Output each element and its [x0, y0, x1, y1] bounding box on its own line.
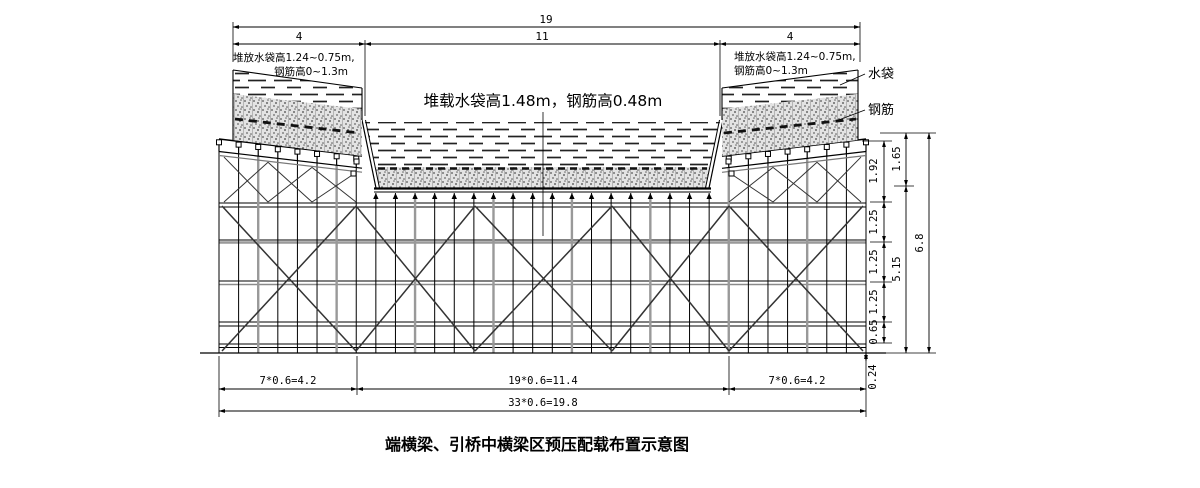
dimensions-top: 19 4 11 4 [232, 13, 861, 116]
dim-top-right: 4 [787, 30, 794, 43]
left-stack-note-line1: 堆放水袋高1.24~0.75m, [233, 51, 355, 64]
water-bag-leader [839, 73, 866, 86]
dimensions-right: 1.92 1.25 1.25 1.25 0.65 1.65 5.15 6.8 0… [862, 132, 936, 390]
dim-6-8: 6.8 [914, 234, 926, 253]
dim-1-25-a: 1.25 [868, 209, 880, 234]
right-stack-note-line2: 钢筋高0~1.3m [734, 64, 808, 77]
dim-bottom-total: 33*0.6=19.8 [508, 397, 578, 409]
rebar-leader [835, 109, 866, 122]
left-stack-note-line2: 钢筋高0~1.3m [274, 65, 348, 78]
dim-bottom-mid: 19*0.6=11.4 [508, 375, 578, 387]
rebar-label: 钢筋 [868, 102, 894, 118]
scaffold-structure [216, 138, 869, 353]
dim-bottom-right: 7*0.6=4.2 [769, 375, 826, 387]
dim-0-65: 0.65 [868, 319, 880, 344]
trough-left-wall [361, 119, 377, 189]
trough-right-wall [708, 119, 724, 189]
stack-right [721, 69, 859, 156]
dimensions-bottom: 7*0.6=4.2 19*0.6=11.4 7*0.6=4.2 33*0.6=1… [218, 356, 867, 417]
right-water-bag-area [722, 70, 858, 109]
center-water-bag-area [365, 122, 720, 167]
annotations: 堆放水袋高1.24~0.75m, 钢筋高0~1.3m 堆放水袋高1.24~0.7… [233, 50, 894, 454]
stack-left [232, 69, 363, 156]
stack-center [361, 112, 724, 236]
dim-top-total: 19 [539, 13, 552, 26]
dim-top-mid: 11 [535, 30, 548, 43]
dim-1-65: 1.65 [891, 146, 903, 171]
dim-1-25-b: 1.25 [868, 249, 880, 274]
right-stack-note-line1: 堆放水袋高1.24~0.75m, [734, 50, 856, 63]
dim-1-92: 1.92 [868, 158, 880, 183]
dim-0-24: 0.24 [867, 364, 879, 389]
water-bag-label: 水袋 [868, 67, 894, 82]
right-rebar-area [722, 94, 858, 156]
center-rebar-area [376, 167, 709, 188]
dim-5-15: 5.15 [891, 256, 903, 281]
dim-bottom-left: 7*0.6=4.2 [260, 375, 317, 387]
dim-1-25-c: 1.25 [868, 289, 880, 314]
center-load-note: 堆载水袋高1.48m，钢筋高0.48m [424, 92, 663, 110]
left-water-bag-area [233, 70, 362, 109]
drawing-title: 端横梁、引桥中横梁区预压配载布置示意图 [385, 435, 689, 454]
dim-top-left: 4 [296, 30, 303, 43]
